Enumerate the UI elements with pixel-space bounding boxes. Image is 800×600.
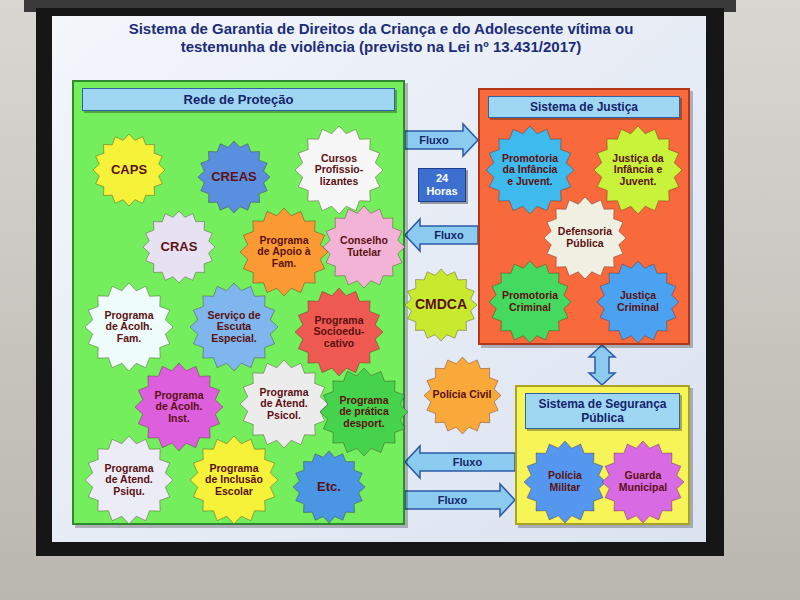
node-label: Cursos Profissio- lizantes [309,153,369,188]
service-star: Programa Socioedu- cativo [294,287,384,377]
service-star: Programa de Atend. Psicol. [239,359,329,449]
node-label: Conselho Tutelar [334,235,394,258]
justice-panel: Sistema de JustiçaPromotoria da Infância… [478,88,690,345]
slide-area [52,16,706,542]
star-outline [190,283,278,371]
council-star: CMDCA [404,268,478,342]
node-label: Defensoria Pública [555,226,615,249]
service-star: Programa de Acolh. Inst. [134,362,224,452]
star-outline [198,141,270,213]
node-label: Programa de Apoio à Fam. [254,235,314,270]
service-star: Programa de Atend. Psiqu. [84,435,174,525]
service-star: CRAS [142,210,216,284]
star-outline [240,360,328,448]
service-star: Programa de prática desport. [319,367,409,457]
police-star: Polícia Civil [423,356,502,435]
panel-heading: Rede de Proteção [82,88,395,111]
star-outline [594,126,682,214]
service-star: Cursos Profissio- lizantes [294,125,384,215]
service-star: Etc. [292,450,366,524]
service-star: Programa de Inclusão Escolar [189,435,279,525]
node-label: CRAS [161,240,198,254]
service-star: Serviço de Escuta Especial. [189,282,279,372]
node-label: Serviço de Escuta Especial. [204,310,264,345]
node-label: Programa de Atend. Psicol. [254,387,314,422]
star-outline [405,269,477,341]
node-label: Justiça da Infância e Juvent. [608,153,668,188]
node-label: Programa de Inclusão Escolar [204,463,264,498]
security-panel: Sistema de Segurança PúblicaPolícia Mili… [515,385,690,525]
node-label: Justiça Criminal [608,290,668,313]
justice-star: Promotoria da Infância e Juvent. [485,125,575,215]
panel-heading: Sistema de Justiça [488,96,680,118]
police-star: Polícia Militar [523,440,607,524]
screen-frame [36,8,724,556]
star-outline [190,436,278,524]
flow-label: Fluxo [417,134,450,147]
star-outline [602,441,684,523]
star-outline [295,126,383,214]
network-panel: Rede de ProteçãoCAPS CREAS Cursos Profissi… [72,80,405,525]
justice-star: Justiça Criminal [596,260,680,344]
star-outline [524,441,606,523]
justice-star: Justiça da Infância e Juvent. [593,125,683,215]
flow-label: Fluxo [436,494,469,507]
star-outline [293,451,365,523]
flow-arrow [405,484,515,516]
node-label: CAPS [111,163,147,177]
node-label: Polícia Civil [433,389,492,401]
star-outline [323,206,405,288]
node-label: CREAS [211,170,257,184]
node-label: Programa de Atend. Psiqu. [99,463,159,498]
node-label: Programa Socioedu- cativo [309,315,369,350]
node-label: Promotoria Criminal [500,290,560,313]
flow-arrow [405,124,478,156]
hours-box: 24 Horas [418,168,466,202]
node-label: Programa de prática desport. [334,395,394,430]
node-label: Programa de Acolh. Inst. [149,390,209,425]
node-label: Etc. [317,480,341,494]
star-outline [85,436,173,524]
star-outline [597,261,679,343]
flow-arrow [589,345,615,385]
service-star: Programa de Acolh. Fam. [84,282,174,372]
police-star: Guarda Municipal [601,440,685,524]
node-label: Guarda Municipal [613,470,673,493]
service-star: CREAS [197,140,271,214]
flow-label: Fluxo [432,229,465,242]
node-label: CMDCA [415,297,467,312]
justice-star: Promotoria Criminal [488,260,572,344]
flow-label: Fluxo [451,456,484,469]
star-outline [93,134,165,206]
panel-heading: Sistema de Segurança Pública [525,393,680,429]
service-star: Conselho Tutelar [322,205,406,289]
flow-arrow [405,446,515,478]
star-outline [135,363,223,451]
star-outline [295,288,383,376]
justice-star: Defensoria Pública [543,196,627,280]
star-outline [486,126,574,214]
star-outline [85,283,173,371]
star-outline [424,357,501,434]
star-outline [240,208,328,296]
slide-title: Sistema de Garantia de Direitos da Crian… [91,20,671,56]
star-outline [320,368,408,456]
star-outline [544,197,626,279]
star-outline [143,211,215,283]
node-label: Programa de Acolh. Fam. [99,310,159,345]
node-label: Promotoria da Infância e Juvent. [500,153,560,188]
service-star: CAPS [92,133,166,207]
node-label: Polícia Militar [535,470,595,493]
flow-arrow [405,219,478,251]
node-label: 24 Horas [424,172,460,197]
service-star: Programa de Apoio à Fam. [239,207,329,297]
star-outline [489,261,571,343]
